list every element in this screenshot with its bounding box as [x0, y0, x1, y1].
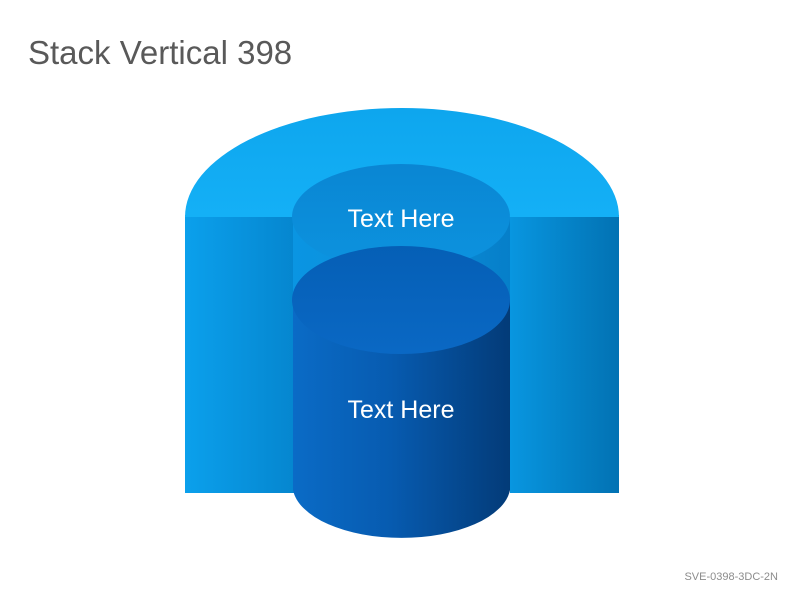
- outer-left-side: [185, 215, 295, 493]
- upper-label: Text Here: [348, 205, 455, 233]
- upper-cylinder-top: [292, 164, 510, 270]
- outer-right-side: [510, 215, 619, 493]
- lower-cylinder-body: [293, 300, 510, 538]
- footer-code: SVE-0398-3DC-2N: [684, 571, 778, 583]
- lower-cylinder-top: [292, 246, 510, 354]
- lower-label: Text Here: [348, 396, 455, 424]
- outer-arch-top: [185, 108, 619, 217]
- slide-title: Stack Vertical 398: [28, 34, 293, 71]
